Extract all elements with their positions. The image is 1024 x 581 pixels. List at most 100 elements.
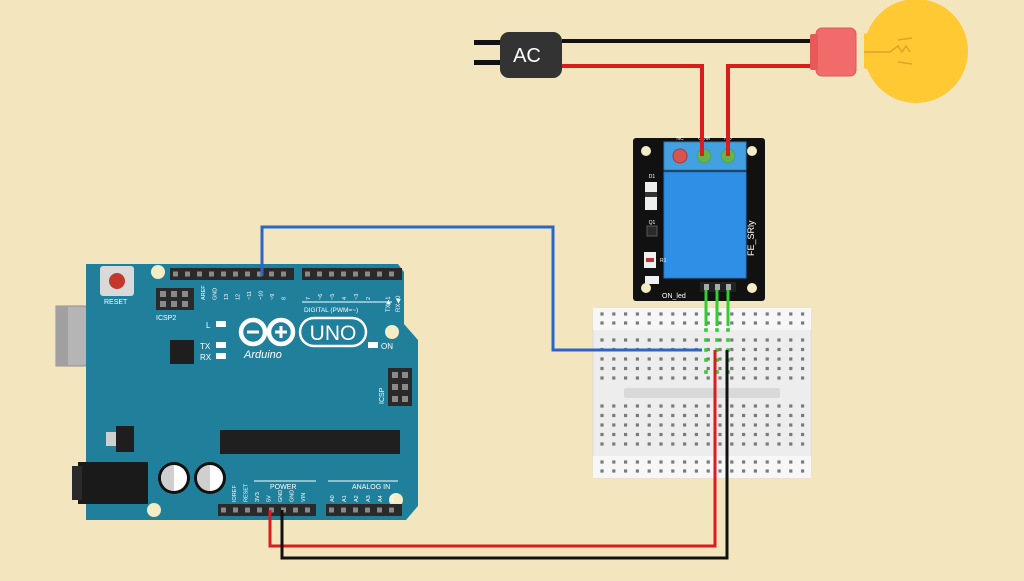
on-led	[368, 342, 378, 348]
tx-pin-label: TX▶1	[386, 296, 392, 312]
breadboard-hole	[718, 338, 722, 342]
breadboard-hole	[801, 413, 805, 418]
breadboard-hole	[706, 366, 710, 371]
breadboard-hole	[624, 404, 628, 408]
breadboard-hole	[671, 366, 675, 371]
breadboard-hole	[624, 357, 628, 361]
usb-connector-edge	[56, 306, 68, 366]
breadboard-hole	[789, 338, 793, 342]
header-pin	[317, 271, 322, 277]
breadboard-hole	[694, 321, 698, 325]
header-pin	[305, 271, 310, 277]
breadboard-hole	[777, 338, 781, 342]
breadboard-hole	[801, 442, 805, 446]
icsp2-label: ICSP2	[156, 315, 176, 322]
pin-label: IOREF	[232, 485, 238, 502]
breadboard-hole	[624, 312, 628, 316]
wire-gnd	[280, 350, 729, 560]
breadboard-hole	[777, 366, 781, 371]
header-pin	[341, 271, 346, 277]
breadboard-hole-active	[704, 328, 708, 332]
breadboard-hole	[694, 338, 698, 342]
breadboard-hole	[742, 347, 746, 352]
breadboard-hole	[753, 423, 757, 427]
breadboard-hole	[753, 460, 757, 464]
breadboard-hole	[600, 357, 604, 361]
breadboard-hole	[801, 357, 805, 361]
header-pin	[389, 271, 394, 277]
breadboard-hole	[635, 413, 639, 418]
arduino-brand-text: Arduino	[243, 349, 282, 361]
breadboard-hole	[647, 442, 651, 446]
breadboard-hole	[753, 338, 757, 342]
breadboard-hole	[659, 357, 663, 361]
wire-ac-red-to-relay	[562, 64, 704, 156]
tx-led-label: TX	[200, 342, 211, 351]
breadboard-hole	[718, 321, 722, 325]
breadboard-hole	[742, 404, 746, 408]
breadboard-hole	[718, 432, 722, 437]
breadboard-hole	[683, 366, 687, 371]
arduino-logo: UNO Arduino	[238, 316, 368, 361]
breadboard-hole	[753, 366, 757, 371]
breadboard-hole	[612, 404, 616, 408]
breadboard-hole	[635, 376, 639, 380]
breadboard-hole	[801, 423, 805, 427]
logo-left-ring	[238, 317, 268, 347]
relay-body	[663, 171, 747, 279]
breadboard-hole	[600, 404, 604, 408]
breadboard-hole	[635, 404, 639, 408]
breadboard-hole	[600, 469, 604, 473]
on-led-smd	[645, 276, 659, 284]
breadboard-hole	[683, 442, 687, 446]
breadboard-hole	[683, 312, 687, 316]
header-pin	[209, 271, 214, 277]
rx-led	[216, 353, 226, 359]
transistor	[646, 225, 658, 237]
pin-label: GND	[290, 490, 296, 502]
reset-button-cap[interactable]	[109, 273, 125, 289]
breadboard-hole	[683, 357, 687, 361]
breadboard-hole	[706, 442, 710, 446]
pin-label: ~9	[270, 294, 276, 300]
breadboard-hole	[777, 321, 781, 325]
breadboard-hole	[789, 366, 793, 371]
breadboard-hole-active	[704, 358, 708, 362]
breadboard-hole	[683, 404, 687, 408]
breadboard-hole	[777, 460, 781, 464]
breadboard-center-channel	[624, 388, 780, 398]
power-header	[218, 504, 316, 516]
breadboard-hole	[765, 404, 769, 408]
breadboard-hole	[659, 338, 663, 342]
breadboard-hole	[600, 442, 604, 446]
icsp-label: ICSP	[379, 387, 386, 404]
breadboard-hole	[659, 312, 663, 316]
breadboard-hole	[671, 413, 675, 418]
header-pin	[233, 271, 238, 277]
ac-plug-label: AC	[513, 45, 541, 67]
breadboard-hole	[742, 442, 746, 446]
breadboard-hole	[671, 357, 675, 361]
header-pin	[353, 271, 358, 277]
breadboard-hole	[777, 312, 781, 316]
relay-mount-hole	[747, 146, 757, 156]
breadboard-hole	[612, 423, 616, 427]
breadboard-hole	[742, 321, 746, 325]
pin-label: ~10	[259, 291, 265, 300]
pin-label: 4	[342, 297, 348, 300]
analog-header-pins	[329, 507, 394, 513]
header-pin	[221, 507, 226, 513]
breadboard-hole	[753, 432, 757, 437]
arduino-pcb	[86, 264, 418, 520]
breadboard-hole	[718, 469, 722, 473]
breadboard-hole	[647, 366, 651, 371]
breadboard-hole-active	[704, 338, 708, 342]
power-jack-lip	[72, 466, 82, 500]
breadboard-hole	[659, 413, 663, 418]
breadboard-hole	[671, 404, 675, 408]
uno-badge	[298, 316, 368, 348]
breadboard-hole	[742, 366, 746, 371]
breadboard-hole	[647, 469, 651, 473]
breadboard-hole	[718, 404, 722, 408]
